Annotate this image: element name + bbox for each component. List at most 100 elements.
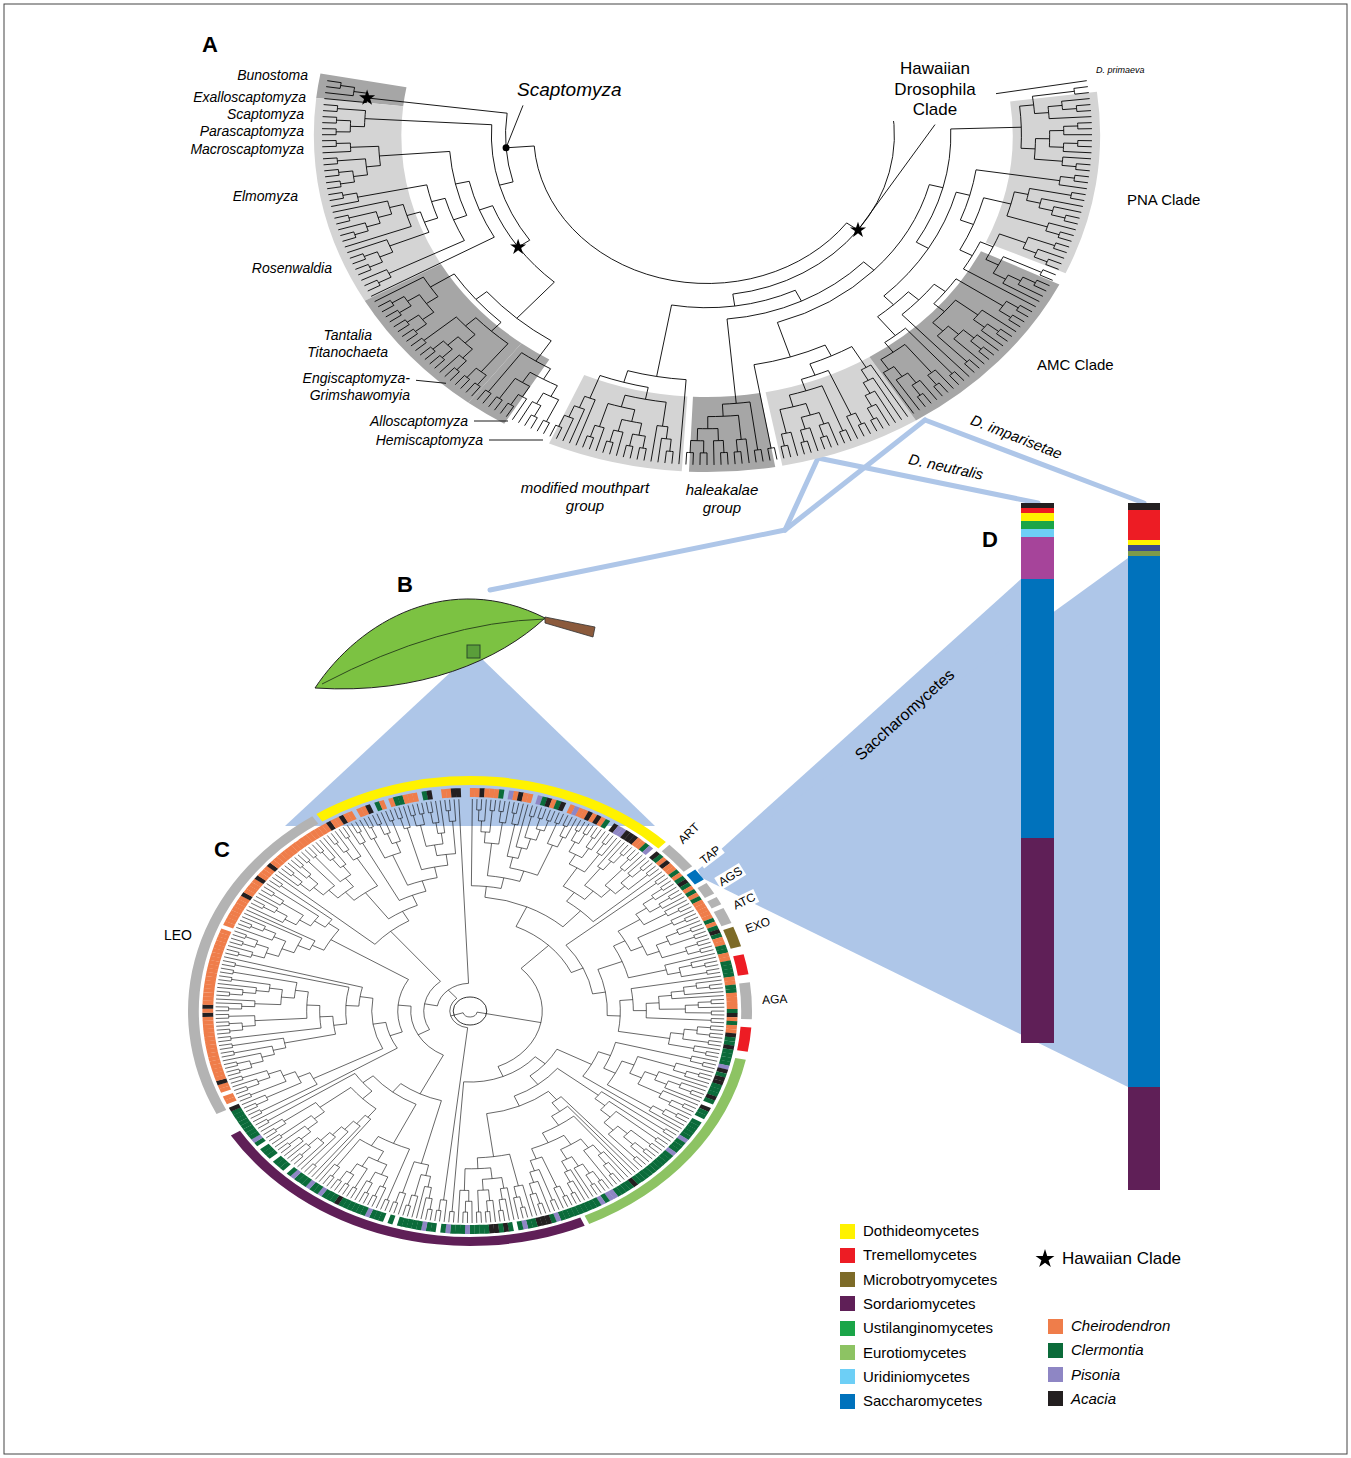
legend-text: Uridiniomycetes bbox=[863, 1368, 970, 1386]
taxon-label: Exalloscaptomyza bbox=[191, 89, 308, 106]
host-tick bbox=[412, 792, 419, 802]
class-ring bbox=[231, 1131, 585, 1246]
clade-label: Scaptomyza bbox=[515, 79, 624, 102]
host-tick bbox=[703, 1097, 715, 1105]
legend-text: Pisonia bbox=[1071, 1366, 1120, 1384]
leaf-illustration-part bbox=[322, 619, 545, 684]
host-tick bbox=[727, 1013, 738, 1017]
legend-swatch bbox=[1048, 1319, 1063, 1334]
stacked-bar-part bbox=[1128, 556, 1160, 1087]
host-tick bbox=[726, 993, 737, 998]
class-ring bbox=[662, 845, 692, 872]
label-text: Hawaiian Drosophila Clade bbox=[894, 59, 975, 119]
host-tick bbox=[446, 789, 452, 798]
label-text: AMC Clade bbox=[1037, 356, 1114, 373]
leaf-illustration-part bbox=[545, 617, 595, 637]
taxon-label: Rosenwaldia bbox=[250, 260, 334, 277]
label-text: C bbox=[214, 837, 230, 862]
legend-swatch bbox=[840, 1224, 855, 1239]
host-tick bbox=[475, 788, 480, 797]
class-ring bbox=[687, 870, 704, 885]
label-text: Bunostoma bbox=[237, 67, 308, 83]
clade-code: ATC bbox=[729, 889, 760, 914]
host-tick bbox=[465, 1225, 470, 1234]
host-tick bbox=[642, 846, 653, 855]
leaf-illustration bbox=[315, 599, 595, 689]
legend-item: Ustilanginomycetes bbox=[840, 1319, 993, 1337]
label-text: AGS bbox=[716, 864, 745, 889]
leaf-illustration-part bbox=[315, 599, 545, 689]
panel-letter: A bbox=[200, 32, 220, 58]
group-label: modified mouthpart group bbox=[513, 479, 657, 515]
label-text: PNA Clade bbox=[1127, 191, 1200, 208]
label-text: EXO bbox=[743, 914, 772, 936]
host-tick bbox=[479, 788, 485, 797]
legend-text: Acacia bbox=[1071, 1390, 1116, 1408]
taxon-label: Tantalia bbox=[321, 327, 374, 344]
host-tick bbox=[727, 1005, 738, 1009]
taxon-label: Parascaptomyza bbox=[198, 123, 306, 140]
clade-code: AGS bbox=[714, 863, 747, 891]
taxon-label: Titanochaeta bbox=[305, 344, 390, 361]
stacked-bar-part bbox=[1128, 510, 1160, 540]
clade-star-part bbox=[850, 222, 866, 237]
stacked-bar-part bbox=[1021, 513, 1054, 521]
label-text: Parascaptomyza bbox=[200, 123, 304, 139]
host-tick bbox=[460, 1225, 465, 1234]
stacked-bar-part bbox=[1128, 503, 1160, 510]
stacked-bar-part bbox=[1128, 545, 1160, 551]
clade-star-part bbox=[359, 89, 375, 104]
host-tick bbox=[202, 1017, 213, 1022]
host-tick bbox=[379, 800, 387, 810]
legend-text: Clermontia bbox=[1071, 1341, 1144, 1359]
tree-branches bbox=[216, 799, 725, 1223]
species-label: D. neutralis bbox=[905, 450, 987, 484]
label-text: ART bbox=[675, 820, 702, 847]
host-tick bbox=[202, 1009, 213, 1013]
host-tick bbox=[440, 1224, 446, 1233]
host-tick bbox=[202, 1013, 213, 1017]
clade-label: PNA Clade bbox=[1125, 191, 1202, 209]
label-text: Rosenwaldia bbox=[252, 260, 332, 276]
legend-item: Eurotiomycetes bbox=[840, 1344, 966, 1362]
tree-branches bbox=[322, 81, 1092, 465]
host-tick bbox=[203, 1020, 214, 1025]
panel-letter: B bbox=[395, 572, 415, 598]
host-tick bbox=[727, 1017, 738, 1022]
host-tick bbox=[347, 811, 356, 821]
legend-item: Hawaiian Clade bbox=[1062, 1249, 1181, 1269]
taxon-label: Elmomyza bbox=[231, 188, 300, 205]
label-text: Engiscaptomyza- Grimshawomyia bbox=[303, 370, 410, 403]
taxon-label: Engiscaptomyza- Grimshawomyia bbox=[283, 370, 412, 404]
legend-swatch bbox=[840, 1248, 855, 1263]
taxon-label: Macroscaptomyza bbox=[188, 141, 306, 158]
clade-code: AGA bbox=[760, 992, 790, 1008]
clade-code: ART bbox=[674, 818, 704, 848]
legend-item: Sordariomycetes bbox=[840, 1295, 976, 1313]
label-text: B bbox=[397, 572, 413, 597]
legend-item: Clermontia bbox=[1048, 1341, 1144, 1359]
host-tick bbox=[219, 929, 231, 936]
legend-swatch bbox=[840, 1296, 855, 1311]
taxon-label: Alloscaptomyza bbox=[368, 413, 470, 430]
stacked-bar-part bbox=[1021, 521, 1054, 529]
class-ring bbox=[585, 1058, 746, 1224]
label-text: Titanochaeta bbox=[307, 344, 388, 360]
host-tick bbox=[223, 1093, 235, 1100]
leader-line-part bbox=[489, 440, 543, 441]
label-text: D. imparisetae bbox=[968, 411, 1064, 462]
clade-star bbox=[359, 89, 866, 253]
legend-text: Cheirodendron bbox=[1071, 1317, 1170, 1335]
host-tick bbox=[727, 1009, 738, 1013]
label-text: A bbox=[202, 32, 218, 57]
legend-text: Dothideomycetes bbox=[863, 1222, 979, 1240]
clade-shading bbox=[869, 251, 1059, 420]
label-text: Macroscaptomyza bbox=[190, 141, 304, 157]
label-text: AGA bbox=[762, 992, 788, 1007]
legend-item: Uridiniomycetes bbox=[840, 1368, 970, 1386]
stacked-bar bbox=[1021, 503, 1160, 1190]
taxon-label: Scaptomyza bbox=[225, 106, 306, 123]
legend-swatch bbox=[840, 1321, 855, 1336]
